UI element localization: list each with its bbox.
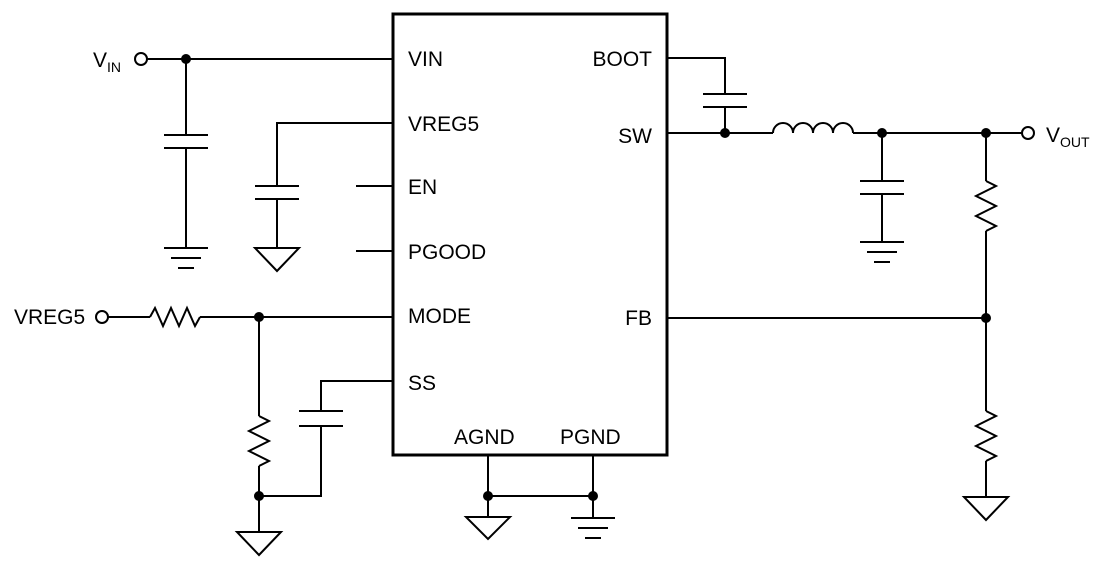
vreg5-capacitor bbox=[255, 122, 393, 248]
output-capacitor bbox=[860, 133, 904, 242]
ground-triangle-fb bbox=[961, 496, 1011, 522]
boot-capacitor bbox=[667, 57, 747, 133]
vout-terminal bbox=[1021, 126, 1035, 140]
ss-capacitor bbox=[259, 380, 393, 497]
vreg5-input-terminal bbox=[95, 310, 109, 324]
pin-pgnd: PGND bbox=[560, 426, 621, 449]
input-capacitor bbox=[164, 59, 208, 248]
pin-sw: SW bbox=[618, 125, 652, 148]
feedback-upper-resistor bbox=[973, 133, 999, 318]
pin-en: EN bbox=[408, 176, 437, 199]
ground-triangle-agnd bbox=[463, 516, 513, 541]
ic-body bbox=[391, 12, 669, 457]
pin-pgood: PGOOD bbox=[408, 241, 486, 264]
pin-boot: BOOT bbox=[592, 48, 652, 71]
pin-vin: VIN bbox=[408, 48, 443, 71]
ground-symbol-pgnd bbox=[571, 517, 615, 539]
ground-triangle-vreg5 bbox=[252, 247, 302, 273]
pin-mode: MODE bbox=[408, 305, 471, 328]
pin-ss: SS bbox=[408, 372, 436, 395]
sw-junction bbox=[720, 128, 730, 138]
vin-terminal bbox=[134, 52, 148, 66]
vreg5-input-label: VREG5 bbox=[14, 306, 85, 329]
agnd-junction bbox=[483, 491, 493, 501]
ground-triangle-mode bbox=[234, 531, 284, 557]
mode-series-resistor bbox=[108, 305, 393, 329]
pin-vreg5: VREG5 bbox=[408, 113, 479, 136]
vout-label: V bbox=[1046, 124, 1060, 147]
inductor bbox=[772, 122, 854, 134]
feedback-lower-resistor bbox=[973, 318, 999, 497]
vin-label: V bbox=[93, 49, 107, 72]
pgnd-junction bbox=[588, 491, 598, 501]
ground-symbol-vout bbox=[860, 241, 904, 263]
pin-fb: FB bbox=[625, 307, 652, 330]
ground-symbol-vin bbox=[164, 247, 208, 269]
vout-label-sub: OUT bbox=[1060, 134, 1090, 150]
pin-agnd: AGND bbox=[454, 426, 515, 449]
vin-label-sub: IN bbox=[107, 59, 121, 75]
